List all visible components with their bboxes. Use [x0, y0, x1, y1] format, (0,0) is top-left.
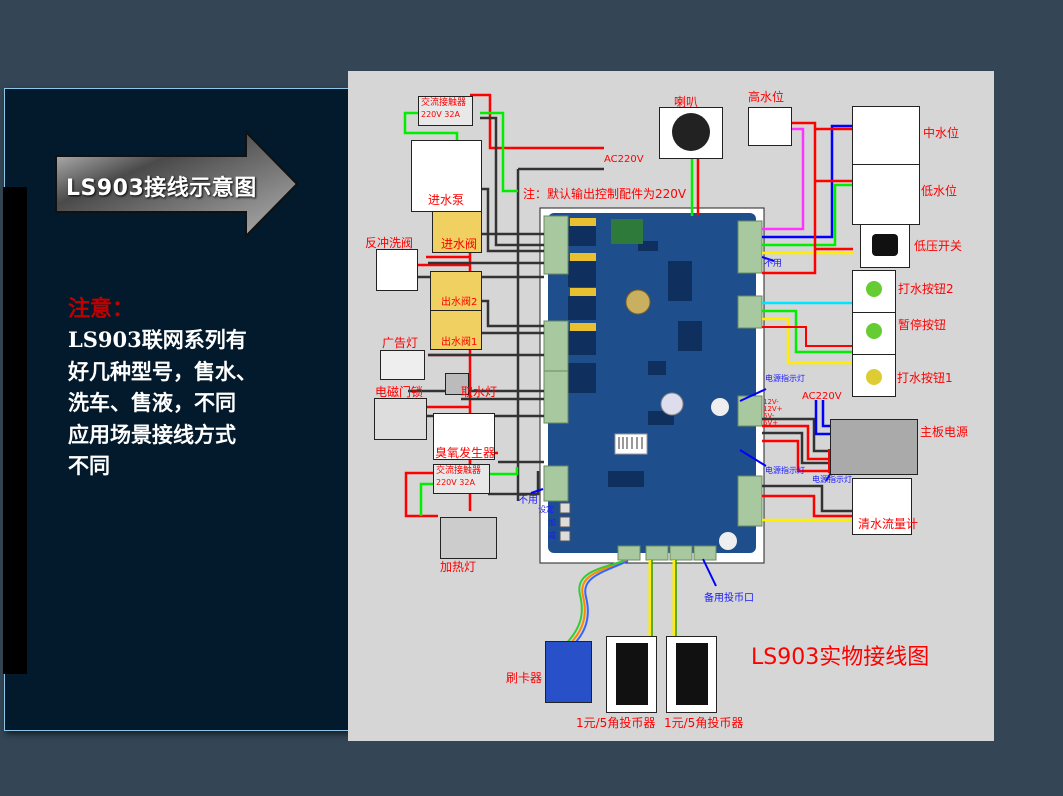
wiring-diagram-image: 交流接触器 220V 32A 进水泵 进水阀 反冲洗阀 出水阀2 出水阀1 广告…: [348, 71, 994, 741]
label-unused-bottom: 不用: [518, 495, 538, 506]
component-inlet-valve: [432, 211, 482, 253]
label-button-2: 打水按钮2: [898, 282, 954, 296]
yellow-button-icon: [866, 369, 882, 385]
component-water-light: [445, 373, 469, 395]
diagram-note: 注：默认输出控制配件为220V: [523, 187, 687, 201]
label-set: 设定: [538, 505, 554, 514]
label-ac220v-right: AC220V: [802, 391, 842, 402]
coin-acceptor-icon: [615, 643, 648, 705]
pressure-switch-icon: [872, 234, 898, 256]
controller-board: [548, 213, 756, 553]
note-body: LS903联网系列有 好几种型号，售水、 洗车、售液，不同 应用场景接线方式 不…: [68, 324, 318, 482]
component-pause-button: [852, 312, 896, 355]
left-black-bar: [3, 187, 27, 674]
title-arrow-shape: [55, 130, 299, 238]
contactor-bottom: 交流接触器 220V 32A: [433, 464, 490, 494]
label-coin-acceptor-2: 1元/5角投币器: [664, 716, 744, 730]
note-line: LS903联网系列有: [68, 327, 247, 352]
label-power-led-1: 电源指示灯: [765, 374, 805, 383]
label-outlet-valve-1: 出水阀1: [441, 337, 478, 348]
component-ozone-generator: [433, 413, 495, 460]
label-flow-meter: 清水流量计: [858, 517, 919, 531]
component-magnetic-lock: [374, 398, 427, 440]
label-ad-light: 广告灯: [382, 336, 419, 350]
green-button-icon: [866, 323, 882, 339]
note-line: 不同: [68, 453, 110, 478]
label-power-led-2: 电源指示灯: [765, 466, 805, 475]
component-button-2: [852, 270, 896, 313]
label-pause-button: 暂停按钮: [898, 318, 947, 332]
label-backflush-valve: 反冲洗阀: [365, 236, 414, 250]
label-button-1: 打水按钮1: [897, 371, 953, 385]
component-ad-light: [380, 350, 425, 380]
note-line: 洗车、售液，不同: [68, 390, 236, 415]
component-card-reader: [545, 641, 592, 703]
note-line: 应用场景接线方式: [68, 421, 236, 447]
label-minus: 减: [548, 531, 556, 540]
component-speaker: [659, 107, 723, 159]
label-low-pressure-switch: 低压开关: [914, 239, 963, 253]
label-water-pump: 进水泵: [428, 193, 465, 207]
component-water-pump: [411, 140, 482, 212]
component-flow-meter: [852, 478, 912, 535]
diagram-caption: LS903实物接线图: [751, 645, 930, 670]
label-ac220v-left: AC220V: [604, 154, 644, 165]
label-plus: 加: [548, 518, 556, 527]
label-power-led-3: 电源指示灯: [812, 475, 852, 484]
label-card-reader: 刷卡器: [506, 671, 543, 685]
component-high-level: [748, 107, 792, 146]
contactor-top: 交流接触器 220V 32A: [418, 96, 473, 126]
speaker-icon: [672, 113, 710, 151]
component-heat-lamp: [440, 517, 497, 559]
label-coin-acceptor-1: 1元/5角投币器: [576, 716, 656, 730]
label-heat-lamp: 加热灯: [440, 560, 477, 574]
label-unused-top: 不用: [764, 259, 783, 269]
label-spare-coin: 备用投币口: [704, 593, 754, 604]
arrow-title: LS903接线示意图: [66, 176, 257, 201]
label-12v-minus: 12V-: [763, 398, 779, 406]
component-outlet-valve-1: [430, 310, 482, 350]
label-12v-plus: 12V+: [763, 405, 783, 413]
label-low-level: 低水位: [921, 184, 958, 198]
component-backflush-valve: [376, 249, 418, 291]
label-ozone-generator: 臭氧发生器: [435, 446, 496, 460]
component-power-supply: [830, 419, 918, 475]
label-5v-plus: 5V+: [763, 419, 779, 427]
label-power-supply: 主板电源: [920, 425, 969, 439]
component-button-1: [852, 354, 896, 397]
component-low-level: [852, 164, 920, 225]
component-mid-level: [852, 106, 920, 165]
label-water-light: 取水灯: [461, 385, 498, 399]
note-title: 注意：: [68, 296, 135, 322]
label-magnetic-lock: 电磁门锁: [375, 385, 424, 399]
component-coin-acceptor-1: [606, 636, 657, 713]
note-line: 好几种型号，售水、: [68, 358, 257, 384]
coin-acceptor-icon: [675, 643, 708, 705]
label-5v-minus: 5V-: [763, 412, 775, 420]
label-outlet-valve-2: 出水阀2: [441, 297, 478, 308]
label-high-level: 高水位: [748, 90, 785, 104]
component-coin-acceptor-2: [666, 636, 717, 713]
component-low-pressure-switch: [860, 224, 910, 268]
label-mid-level: 中水位: [923, 126, 960, 140]
label-speaker: 喇叭: [674, 95, 699, 109]
label-inlet-valve: 进水阀: [441, 237, 478, 251]
green-button-icon: [866, 281, 882, 297]
